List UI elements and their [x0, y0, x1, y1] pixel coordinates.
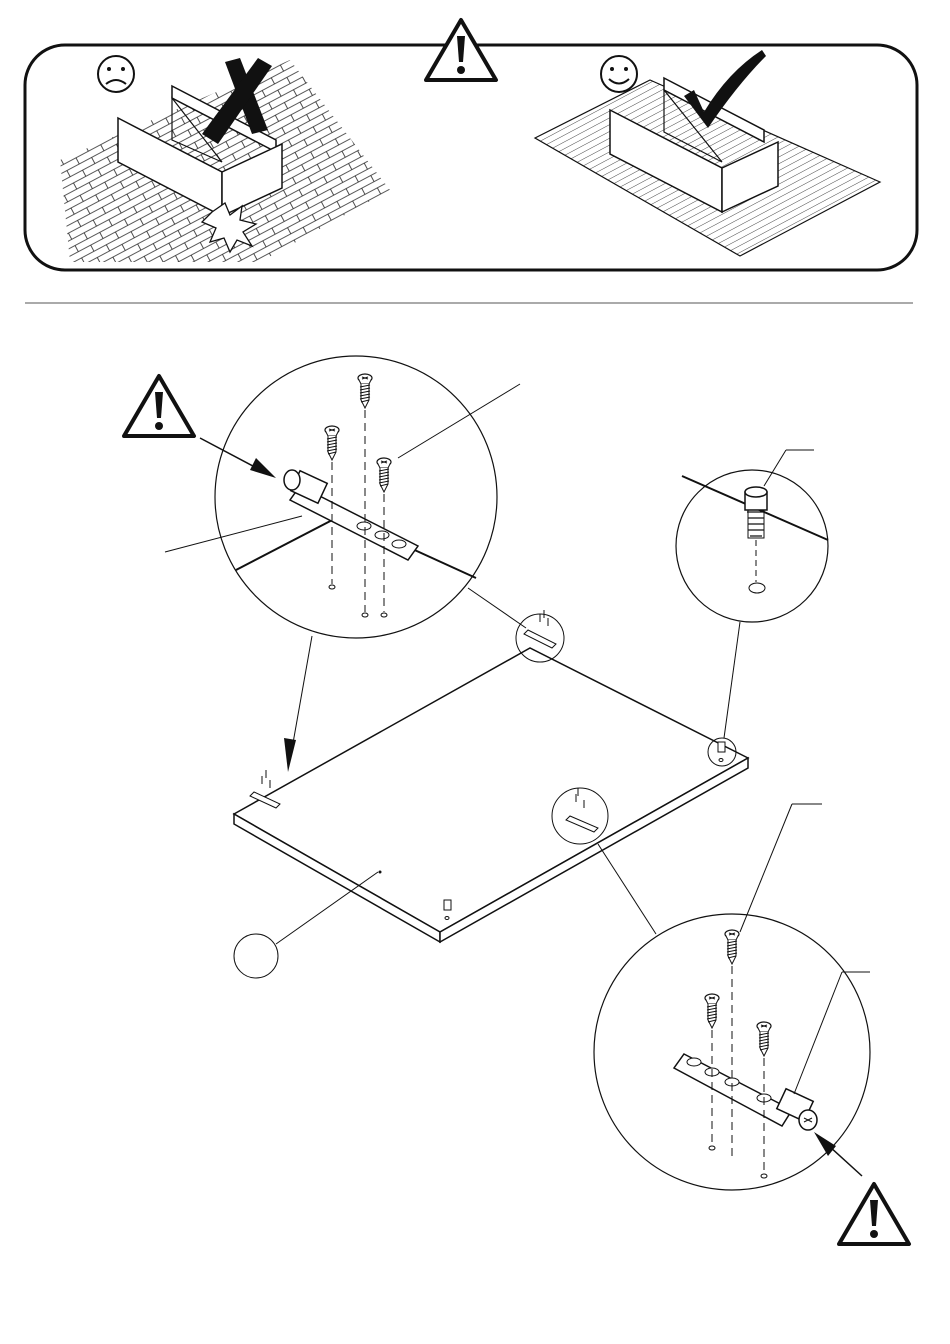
zoom-detail-hinge-bottom — [594, 804, 870, 1190]
warning-box — [25, 20, 917, 270]
sad-face-icon — [98, 56, 134, 92]
panel-board — [234, 648, 748, 942]
happy-face-icon — [601, 56, 637, 92]
warning-triangle-icon — [839, 1184, 909, 1244]
warning-triangle-icon — [124, 376, 194, 436]
zoom-detail-stud — [676, 450, 828, 738]
hinge-mark-top — [524, 610, 556, 648]
